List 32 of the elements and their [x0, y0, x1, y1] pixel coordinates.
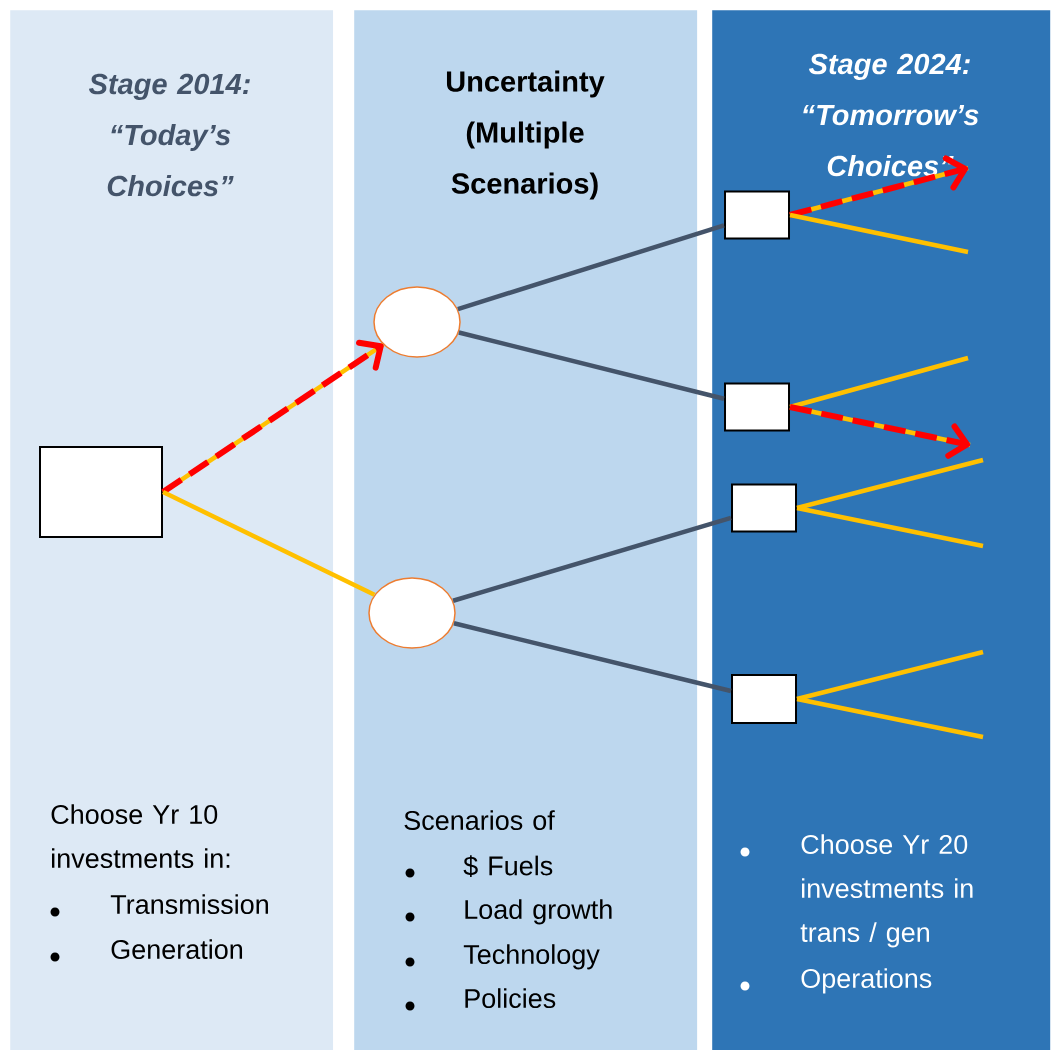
- decision-square: [39, 446, 163, 538]
- decision-square: [731, 483, 797, 533]
- body-text: Technology: [463, 944, 600, 970]
- body-text: $ Fuels: [463, 855, 553, 878]
- column-panel: [10, 10, 334, 1050]
- body-text: Load growth: [465, 899, 612, 925]
- branch-line: [458, 330, 725, 401]
- decision-square: [724, 382, 790, 432]
- body-text: Choose Yr 20 investments in trans / gen: [800, 834, 973, 948]
- body-text: Scenarios of: [404, 810, 555, 831]
- body-text: Transmission: [110, 894, 268, 915]
- chance-circle: [373, 286, 461, 358]
- decision-square: [731, 674, 797, 724]
- branch-line: [457, 223, 725, 312]
- body-text: Policies: [465, 988, 556, 1009]
- body-text: Operations: [801, 968, 932, 994]
- branch-line: [796, 649, 984, 702]
- column-heading: Stage 2014: “Today’s Choices”: [88, 73, 250, 197]
- column-panel: [354, 10, 698, 1050]
- column-heading: Uncertainty (Multiple Scenarios): [447, 70, 605, 200]
- body-text: Generation: [111, 939, 243, 960]
- body-text: Choose Yr 10 investments in:: [51, 804, 230, 869]
- decision-square: [724, 190, 790, 240]
- branch-line: [789, 212, 969, 255]
- chance-circle: [368, 577, 456, 649]
- branch-line: [796, 457, 984, 511]
- arrow: [789, 404, 971, 459]
- column-panel: [712, 10, 1051, 1050]
- arrow: [789, 155, 969, 218]
- column-heading: Stage 2024: “Tomorrow’s Choices”: [803, 53, 979, 177]
- branch-line: [796, 505, 984, 549]
- branch-line: [796, 696, 984, 740]
